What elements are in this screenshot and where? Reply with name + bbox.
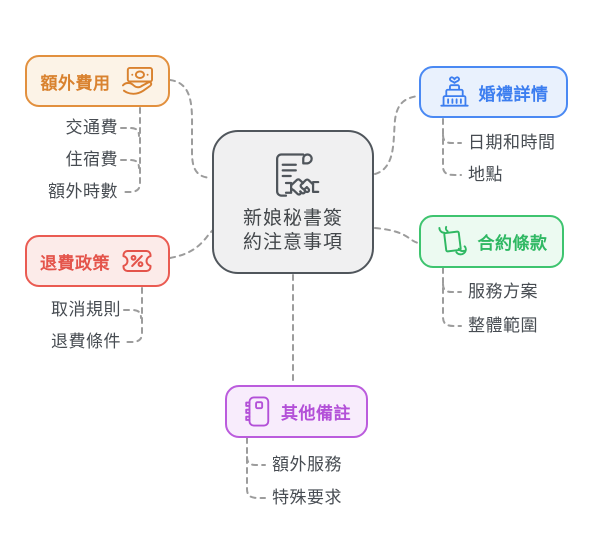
stub-date-and-time	[442, 134, 462, 144]
rail-extra-fees	[120, 107, 141, 193]
rail-refund-policy	[123, 287, 143, 343]
wedding-cake-icon	[439, 74, 470, 111]
child-accommodation-fee[interactable]: 住宿費	[65, 150, 118, 169]
branch-node-refund-policy[interactable]: 退費政策	[25, 235, 170, 287]
branch-node-extra-fees[interactable]: 額外費用	[25, 55, 170, 107]
center-title-line2: 約注意事項	[242, 231, 343, 253]
rail-wedding-details	[442, 118, 462, 176]
center-node[interactable]: 新娘秘書簽 約注意事項	[212, 130, 374, 274]
link-refund-policy-to-center	[169, 229, 214, 259]
branch-label-extra-fees: 額外費用	[40, 73, 111, 93]
document-in-hand-icon	[436, 225, 469, 258]
branch-label-refund-policy: 退費政策	[40, 253, 110, 273]
contract-handshake-icon	[265, 150, 321, 207]
child-refund-conditions[interactable]: 退費條件	[51, 332, 121, 351]
child-location[interactable]: 地點	[468, 165, 503, 184]
child-overall-scope[interactable]: 整體範圍	[468, 316, 538, 335]
stub-cancellation-rules	[123, 309, 142, 319]
child-date-and-time[interactable]: 日期和時間	[468, 133, 556, 152]
branch-node-contract-terms[interactable]: 合約條款	[419, 215, 564, 268]
child-extra-services[interactable]: 額外服務	[272, 455, 342, 474]
center-title-line1: 新娘秘書簽	[242, 207, 343, 229]
stub-accommodation-fee	[120, 159, 140, 169]
branch-label-other-notes: 其他備註	[281, 404, 351, 423]
child-transport-fee[interactable]: 交通費	[65, 118, 118, 137]
branch-node-other-notes[interactable]: 其他備註	[225, 385, 368, 438]
branch-label-wedding-details: 婚禮詳情	[478, 84, 549, 104]
link-center-to-wedding-details	[374, 95, 419, 175]
stub-service-plan	[442, 283, 462, 293]
rail-contract-terms	[442, 267, 462, 327]
child-extra-hours[interactable]: 額外時數	[48, 182, 118, 201]
ticket-percent-icon	[119, 248, 155, 274]
child-cancellation-rules[interactable]: 取消規則	[51, 300, 121, 319]
money-in-hand-icon	[120, 66, 155, 97]
child-special-requests[interactable]: 特殊要求	[272, 488, 342, 507]
stub-extra-services	[246, 456, 266, 466]
notebook-icon	[242, 394, 272, 429]
child-service-plan[interactable]: 服務方案	[468, 282, 538, 301]
rail-other-notes	[246, 437, 266, 499]
branch-label-contract-terms: 合約條款	[477, 234, 548, 253]
stub-transport-fee	[120, 127, 140, 137]
link-extra-fees-to-center	[169, 79, 212, 179]
link-center-to-contract-terms	[374, 227, 419, 244]
branch-node-wedding-details[interactable]: 婚禮詳情	[419, 66, 568, 118]
